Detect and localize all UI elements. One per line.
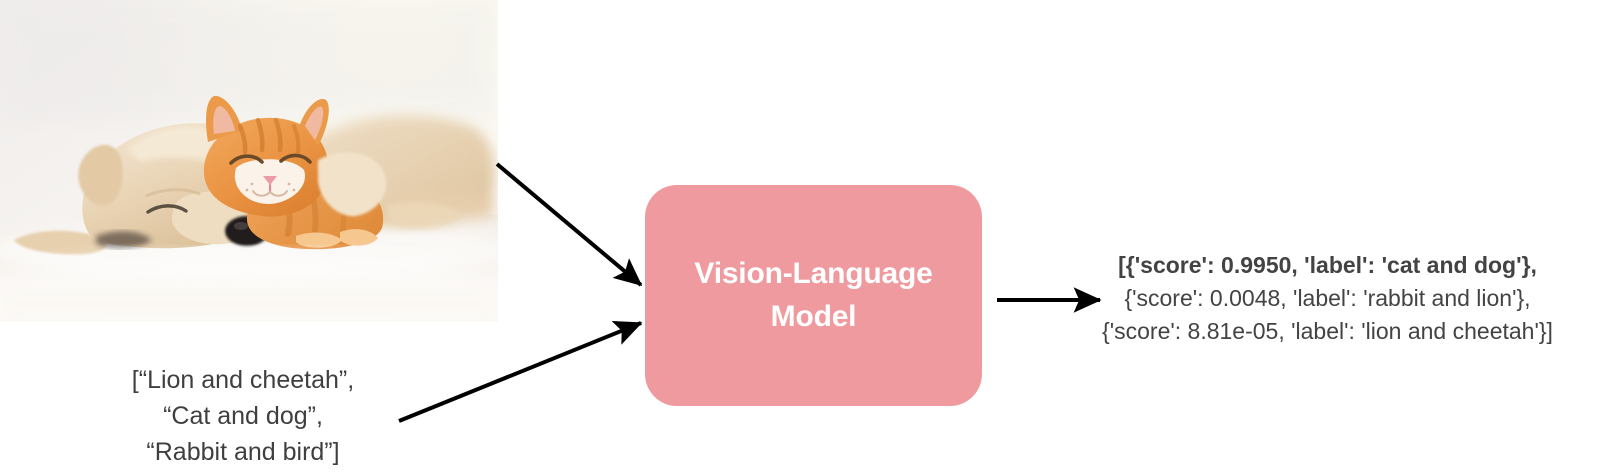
output-line-3: {'score': 8.81e-05, 'label': 'lion and c… xyxy=(1102,318,1553,344)
model-output-text: [{'score': 0.9950, 'label': 'cat and dog… xyxy=(1055,249,1600,348)
model-box-label: Vision-Language Model xyxy=(694,256,933,333)
input-image xyxy=(0,0,498,322)
puppy-and-kitten-photo-illustration xyxy=(0,0,498,322)
candidate-labels-text: [“Lion and cheetah”, “Cat and dog”, “Rab… xyxy=(131,366,355,466)
output-line-1: [{'score': 0.9950, 'label': 'cat and dog… xyxy=(1118,252,1537,278)
arrow-prompt-to-model xyxy=(398,321,643,423)
output-line-2: {'score': 0.0048, 'label': 'rabbit and l… xyxy=(1124,285,1531,311)
arrow-image-to-model xyxy=(495,162,643,287)
vision-language-model-box: Vision-Language Model xyxy=(645,185,982,406)
